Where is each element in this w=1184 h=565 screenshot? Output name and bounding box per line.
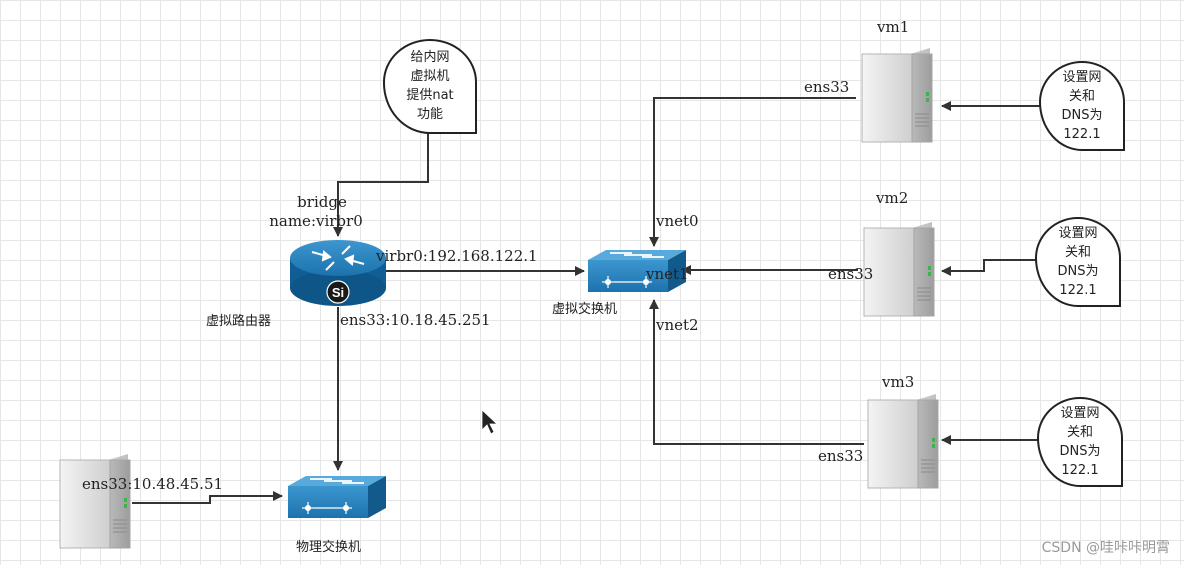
vm1-iface: ens33 [804, 78, 849, 96]
mouse-cursor-icon [481, 409, 499, 435]
vm1-name: vm1 [876, 18, 909, 36]
router-icon: Si [290, 240, 386, 306]
note-nat: 给内网 虚拟机 提供nat 功能 [382, 39, 477, 134]
vm3-server-icon [867, 393, 939, 489]
note-vm1-line-2: 关和 [1069, 89, 1095, 104]
note-vm3-line-3: DNS为 [1060, 444, 1101, 459]
note-vm2-line-2: 关和 [1065, 245, 1091, 260]
virtual-switch-caption: 虚拟交换机 [552, 301, 617, 317]
vm2-name: vm2 [875, 189, 908, 207]
note-nat-line-1: 给内网 [410, 49, 449, 65]
vm2-server-icon [863, 221, 935, 317]
vm3-name: vm3 [881, 373, 914, 391]
note-vm2-line-3: DNS为 [1058, 264, 1099, 279]
note-vm2-line-4: 122.1 [1059, 283, 1096, 298]
router-ens33-ip-label: ens33:10.18.45.251 [340, 311, 491, 329]
router-virbr0-ip-label: virbr0:192.168.122.1 [375, 247, 538, 265]
vnet1-label: vnet1 [645, 265, 689, 283]
edge-host-to-physical-switch [132, 491, 283, 504]
note-vm1-line-4: 122.1 [1063, 127, 1100, 142]
note-vm1-line-1: 设置网 [1062, 70, 1101, 85]
watermark: CSDN @哇咔咔明霄 [1042, 540, 1170, 556]
router-bridge-label: bridge [297, 193, 347, 211]
physical-switch-icon [287, 475, 387, 519]
edge-vm3-to-vnet2 [649, 299, 864, 445]
physical-host-server-icon [59, 453, 131, 549]
note-vm2-line-1: 设置网 [1058, 226, 1097, 241]
note-vm3-line-1: 设置网 [1060, 406, 1099, 421]
note-vm1-setting: 设置网 关和 DNS为 122.1 [1038, 61, 1125, 151]
note-nat-line-3: 提供nat [406, 87, 453, 103]
router-bridge-name-label: name:virbr0 [269, 212, 363, 230]
note-nat-line-2: 虚拟机 [410, 69, 449, 84]
edge-vm2-setting [941, 259, 1036, 276]
edge-nat-note-to-router [333, 133, 429, 237]
note-vm3-line-2: 关和 [1067, 425, 1093, 440]
vnet2-label: vnet2 [655, 316, 699, 334]
note-vm1-line-3: DNS为 [1062, 108, 1103, 123]
vnet0-label: vnet0 [655, 212, 699, 230]
vm2-iface: ens33 [828, 265, 873, 283]
vm3-iface: ens33 [818, 447, 863, 465]
router-caption: 虚拟路由器 [206, 313, 271, 329]
note-vm3-setting: 设置网 关和 DNS为 122.1 [1036, 397, 1123, 487]
router-badge: Si [332, 285, 344, 300]
vm1-server-icon [861, 47, 933, 143]
note-nat-line-4: 功能 [417, 107, 443, 122]
physical-host-ip-label: ens33:10.48.45.51 [82, 475, 223, 493]
note-vm2-setting: 设置网 关和 DNS为 122.1 [1034, 217, 1121, 307]
edge-vm1-to-vnet0 [649, 97, 856, 247]
note-vm3-line-4: 122.1 [1061, 463, 1098, 478]
physical-switch-caption: 物理交换机 [296, 539, 361, 555]
